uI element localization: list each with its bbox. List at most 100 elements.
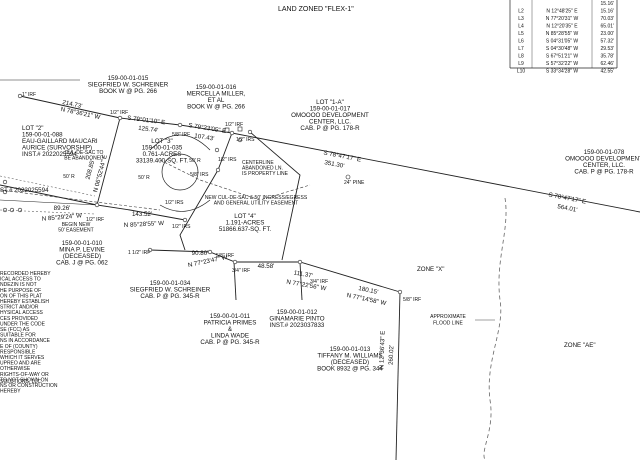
left-note-line: TO NOT SHOWN ON — [0, 377, 49, 383]
zone-x: ZONE "X" — [417, 266, 444, 273]
left-note-line: CES PROVIDED — [0, 316, 38, 322]
easement-lines — [0, 159, 311, 211]
pin-34-irf-a: 3/4" IRF — [232, 268, 250, 274]
left-note-line: RESPONSIBLE — [0, 349, 36, 355]
line-table-distance: 65.01' — [601, 24, 615, 30]
lot-2: LOT "2" — [22, 125, 43, 132]
begin-new-note: 50' EASEMENT — [58, 228, 93, 234]
lot-3: 0.761-ACRES — [143, 151, 182, 158]
line-table-id: L4 — [518, 24, 524, 30]
parcel-159-00-01-034: CAB. P @ PG. 345-R — [140, 293, 200, 300]
dim-90: 90.80' — [192, 250, 209, 257]
line-table-id: L8 — [518, 54, 524, 60]
bearing-n85-28: N 85°28'55" W — [124, 220, 165, 229]
parcel-159-00-01-013: 159-00-01-013 — [330, 346, 371, 353]
zone-ae: ZONE "AE" — [564, 342, 596, 349]
parcel-159-00-01-011: CAB. P @ PG. 345-R — [200, 339, 260, 346]
parcel-159-00-01-034: SIEGFRIED W. SCHREINER — [130, 287, 211, 294]
dim-107: 107.43' — [194, 132, 215, 142]
line-table-distance: 70.03' — [601, 16, 615, 22]
parcel-159-00-01-011: & — [228, 326, 233, 333]
lot-1a: LOT "1-A" — [316, 99, 344, 106]
pin-half-irs-d: 1/2" IRS — [172, 224, 191, 230]
left-note-line: STRICT AND/OR — [0, 305, 39, 311]
dim-50r-3: 50' R — [189, 158, 201, 164]
parcel-159-00-01-015: SIEGFRIED W. SCHREINER — [88, 82, 169, 89]
lot-4: 1.191-ACRES — [226, 220, 265, 227]
left-note-line: NS IN ACCORDANCE — [0, 338, 51, 344]
parcel-159-00-01-034: 159-00-01-034 — [150, 280, 191, 287]
lot-1a: 159-00-01-017 — [310, 106, 351, 113]
parcel-159-00-01-015: BOOK W @ PG. 266 — [99, 88, 157, 95]
cul-de-sac-note: BE ABANDONED — [64, 156, 104, 162]
left-note-line: RECORDED HEREBY — [0, 271, 51, 277]
line-table-distance: 57.32' — [601, 39, 615, 45]
line-table-bearing: N 12°48'25" E — [546, 9, 578, 15]
pin-58-irs: 5/8" IRS — [190, 172, 209, 178]
parcel-159-00-01-013: TIFFANY M. WILLIAMS — [317, 353, 382, 360]
parcel-159-00-01-013: BOOK 8932 @ PG. 344 — [317, 366, 383, 373]
left-note-line: E OF (COUNTY) — [0, 344, 38, 350]
line-table-bearing: N 85°28'55" W — [546, 31, 579, 37]
parcel-159-00-01-016: 159-00-01-016 — [196, 84, 237, 91]
dim-89: 89.26' — [54, 205, 71, 212]
parcel-159-00-01-012: GINAMARIE PINTO — [269, 316, 324, 323]
left-note-line: HE PURPOSE OF — [0, 288, 41, 294]
pin-half-irs-a: 1/2" IRS — [236, 137, 255, 143]
left-note-line: WHICH IT SERVES — [0, 355, 45, 361]
dim-564: 564.01' — [557, 203, 578, 214]
left-note-line: ICAL ACCESS TO — [0, 277, 41, 283]
lot-2: AURICE (SURVORSHIP) — [22, 145, 92, 152]
cul-de-sac-note: CUL-DE-SAC TO — [65, 150, 104, 156]
bearing-n77-14: N 77°14'58" W — [346, 292, 387, 307]
parcel-159-00-01-012: INST.# 2023037833 — [270, 322, 325, 329]
edge-pins — [2, 179, 23, 213]
line-table-distance: 62.46' — [601, 61, 615, 67]
left-note-line: HEREBY — [0, 389, 21, 395]
flood-line-label: APPROXIMATE — [430, 314, 466, 320]
lot-3: LOT "3" — [151, 138, 172, 145]
line-table-bearing: S 04°30'48" W — [546, 46, 579, 52]
left-note-line: SE (FCC) AS — [0, 327, 30, 333]
parcel-159-00-01-078: 159-00-01-078 — [584, 149, 625, 156]
left-tie-lines — [0, 175, 96, 215]
line-table-id: L7 — [518, 46, 524, 52]
new-cul-de-sac-note: NEW CUL-DE-SAC & 50' INGRESS/EGRESS — [205, 195, 308, 201]
centerline-note: ABANDONED LN. — [242, 166, 283, 172]
dim-50r-1: 50' R — [63, 174, 75, 180]
footer-left: SOLUTIONS, LLC. — [0, 379, 42, 385]
lot-2: INST.# 2022025594 — [22, 151, 77, 158]
left-note-line: NS OR CONSTRUCTION — [0, 383, 58, 389]
line-table-id: L10 — [517, 69, 526, 75]
lot-3: 159-00-01-035 — [142, 145, 183, 152]
pins — [17, 93, 403, 295]
centerline-note: CENTERLINE — [242, 160, 274, 166]
parcel-159-00-01-078: OMOOOO DEVELOPMENT — [565, 156, 640, 163]
lot-1a: OMOOOO DEVELOPMENT — [291, 112, 369, 119]
line-table-id: L5 — [518, 31, 524, 37]
pin-half-irs-c: 1/2" IRS — [165, 200, 184, 206]
lot-1a: CAB. P @ PG. 178-R — [300, 125, 360, 132]
lot-2: EAU-GAILLARD MAUCARI — [22, 138, 98, 145]
parcel-159-00-01-012: 159-00-01-012 — [277, 309, 318, 316]
pine-24: 24" PINE — [344, 180, 365, 186]
parcel-159-00-01-015: 159-00-01-015 — [108, 75, 149, 82]
parcel-159-00-01-011: 159-00-01-011 — [210, 313, 251, 320]
pin-58-irf-c: 5/8" IRF — [403, 297, 421, 303]
pin-half-irf-a: 1/2" IRF — [110, 110, 128, 116]
line-table-bearing: S 33°34'28" W — [546, 69, 579, 75]
pin-half-irs-b: 1/2" IRS — [218, 157, 237, 163]
centerline-note: IS PROPERTY LINE — [242, 171, 289, 177]
parcel-159-00-01-010: 159-00-01-010 — [62, 240, 103, 247]
bearing-n85-29: N 85°29'24" W — [42, 212, 83, 222]
parcel-159-00-01-016: MERCELLA MILLER, — [187, 91, 246, 98]
left-note-line: UNDER THE CODE — [0, 321, 46, 327]
parcel-159-00-01-078: CAB. P @ PG. 178-R — [574, 169, 634, 176]
parcel-159-00-01-010: (DECEASED) — [63, 253, 101, 260]
dim-125: 125.74' — [138, 125, 159, 134]
line-table — [509, 0, 618, 69]
